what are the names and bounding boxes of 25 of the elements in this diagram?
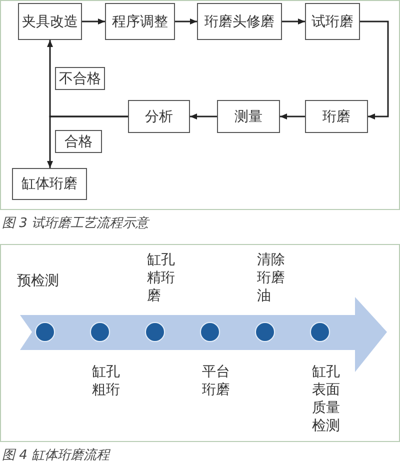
- process-box: 程序调整: [105, 3, 175, 40]
- step-label: 平台珩磨: [202, 363, 231, 399]
- figure-caption: 图 3 试珩磨工艺流程示意: [2, 215, 149, 232]
- process-box: 夹具改造: [18, 3, 82, 40]
- process-box: 珩磨: [305, 100, 368, 133]
- process-box: 珩磨头修磨: [197, 3, 282, 40]
- edge-label: 不合格: [55, 67, 105, 90]
- arrow: [190, 114, 217, 120]
- step-label: 清除珩磨油: [257, 251, 286, 305]
- step-label: 预检测: [17, 272, 60, 290]
- edge-label: 合格: [55, 130, 102, 153]
- arrow: [175, 18, 197, 24]
- arrow: [47, 116, 128, 168]
- step-label: 缸孔精珩磨: [147, 251, 176, 305]
- process-box: 试珩磨: [305, 3, 360, 40]
- arrow: [280, 114, 305, 120]
- process-box: 分析: [128, 100, 190, 133]
- arrow: [82, 18, 105, 24]
- step-label: 缸孔表面质量检测: [312, 363, 341, 435]
- step-label: 缸孔粗珩: [92, 363, 121, 399]
- process-box: 缸体珩磨: [12, 168, 87, 200]
- arrow: [282, 18, 305, 24]
- figure-caption: 图 4 缸体珩磨流程: [2, 447, 110, 463]
- arrow: [360, 20, 389, 120]
- process-box: 测量: [217, 100, 280, 133]
